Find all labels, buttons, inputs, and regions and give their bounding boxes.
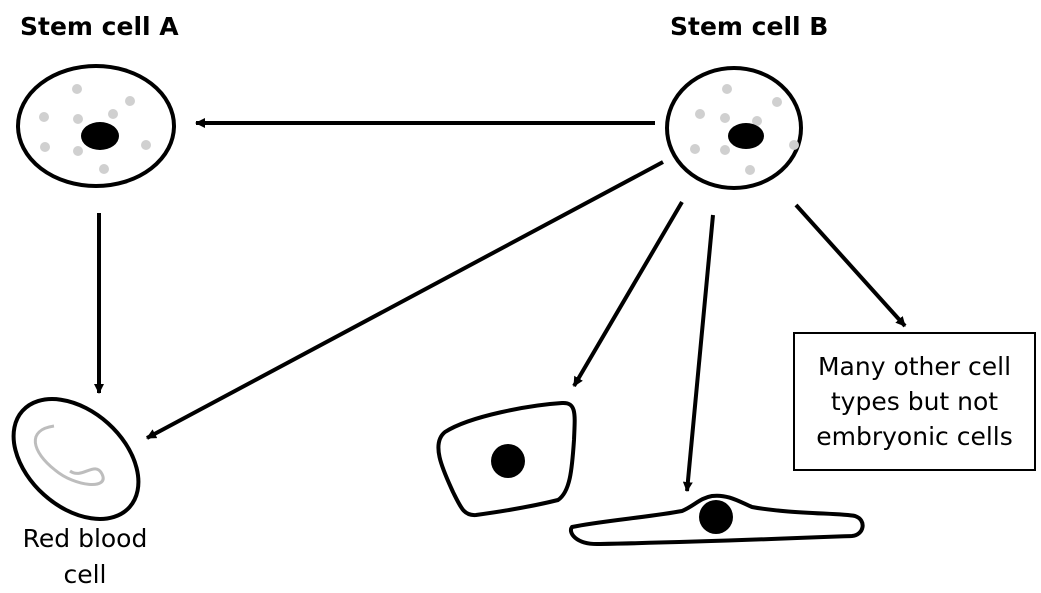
other-cells-line3: embryonic cells: [816, 419, 1013, 454]
red-blood-cell-label-line2: cell: [5, 557, 165, 593]
other-cells-line2: types but not: [816, 384, 1013, 419]
stem-cell-b-label: Stem cell B: [670, 12, 828, 41]
arrow-b-to-red-blood-cell: [147, 162, 663, 438]
stem-cell-a-nucleus: [81, 122, 119, 150]
elongated-cell-nucleus: [699, 500, 733, 534]
red-blood-cell-label: Red blood cell: [5, 521, 165, 593]
arrow-b-to-elongated-cell: [687, 215, 713, 491]
other-cells-line1: Many other cell: [816, 349, 1013, 384]
other-cells-box: Many other cell types but not embryonic …: [793, 332, 1036, 471]
stem-cell-b: [667, 68, 801, 188]
stem-cell-a: [18, 66, 174, 186]
polygonal-cell-nucleus: [491, 444, 525, 478]
red-blood-cell: [0, 375, 162, 543]
arrow-b-to-polygonal-cell: [574, 202, 682, 386]
stem-cell-a-label: Stem cell A: [20, 12, 179, 41]
stem-cell-b-nucleus: [728, 123, 764, 149]
red-blood-cell-label-line1: Red blood: [5, 521, 165, 557]
polygonal-cell: [438, 403, 574, 515]
arrow-b-to-other-cells: [796, 205, 905, 326]
elongated-cell: [571, 496, 863, 544]
